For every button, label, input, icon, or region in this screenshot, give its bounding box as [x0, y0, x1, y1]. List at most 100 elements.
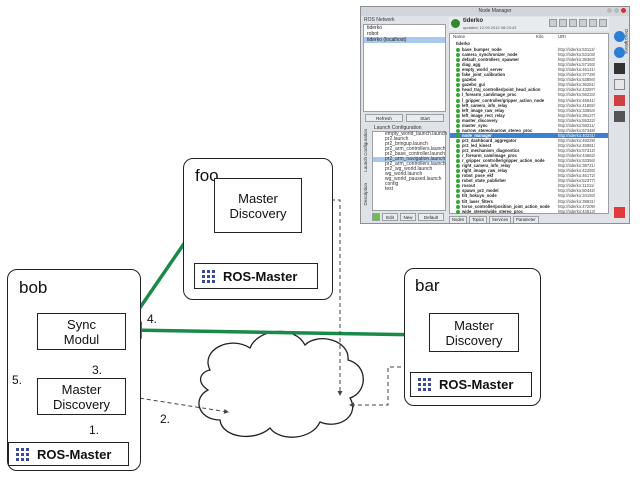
node-name: wide_stereo/wide_stereo_proc [462, 208, 523, 214]
host-item-selected[interactable]: tiderko (localhost) [364, 37, 445, 43]
launch-file-list[interactable]: empty_world_launch.launch pr2.launch pr2… [372, 131, 447, 211]
edit-config-icon[interactable] [614, 95, 625, 106]
node-status-icon [456, 133, 460, 138]
node-name: r_forearm_cam/image_proc [462, 153, 517, 159]
edit-button[interactable]: Edit [382, 213, 398, 221]
delete-icon[interactable] [614, 207, 625, 218]
minimize-icon[interactable] [607, 8, 612, 13]
start-button[interactable]: Start [406, 114, 444, 122]
step-3-label: 3. [92, 363, 103, 377]
node-uri: http://tiderko:39127/ [558, 112, 596, 118]
node-name: head_traj_controller/point_head_action [462, 87, 541, 93]
launch-file-item[interactable]: config [385, 181, 399, 187]
launch-file-item[interactable]: pr2_arm_controllers.launch [385, 146, 446, 152]
launch-file-item[interactable]: pr2.launch [385, 136, 409, 142]
table-row[interactable]: torso_controller/position_joint_action_n… [450, 204, 608, 210]
launch-file-item[interactable]: wg_world_paused.launch [385, 176, 442, 182]
group-row[interactable]: tiderko [450, 41, 608, 47]
descriptions-tab[interactable]: Descriptions [624, 29, 629, 54]
toolbar-button[interactable] [559, 19, 567, 27]
host-header: tiderko updated: 12.09.2012 08:23:43 [449, 17, 609, 31]
launch-file-item[interactable]: pr2_arm_controllers.launch [385, 161, 446, 167]
launch-file-item-selected[interactable]: pr2_arm_navigation.launch [373, 157, 445, 162]
launch-file-item[interactable]: pr2_base_controller.launch [385, 151, 446, 157]
host-item[interactable]: robot [367, 31, 379, 37]
host-list[interactable]: tiderko robot tiderko (localhost) [363, 24, 446, 112]
description-side-tab[interactable]: Description [363, 183, 368, 206]
toolbar-button[interactable] [569, 19, 577, 27]
table-row[interactable]: master_sync http://tiderko:58211/ [450, 123, 608, 129]
new-button[interactable]: New [400, 213, 416, 221]
node-uri: http://tiderko:58211/ [558, 122, 595, 128]
default-button[interactable]: Default [418, 213, 444, 221]
node-uri: http://tiderko:57312/ [558, 148, 596, 153]
toolbar-button[interactable] [599, 19, 607, 27]
launch-file-item[interactable]: wg_world.launch [385, 171, 423, 177]
launch-file-item[interactable]: pr2_wg_world.launch [385, 166, 433, 172]
refresh-button[interactable]: Refresh [365, 114, 403, 122]
screen-icon[interactable] [614, 63, 625, 74]
table-row[interactable]: l_gripper_controller/gripper_action_node… [450, 98, 608, 104]
toolbar-button[interactable] [579, 19, 587, 27]
close-launch-button[interactable] [372, 213, 380, 221]
toolbar-button[interactable] [589, 19, 597, 27]
launch-file-item[interactable]: test [385, 186, 394, 192]
node-name: master_discovery [462, 117, 498, 123]
host-status-icon [451, 19, 460, 28]
node-name: master_sync [462, 122, 488, 128]
close-icon[interactable] [621, 8, 626, 13]
tab-nodes[interactable]: Nodes [449, 216, 468, 223]
maximize-icon[interactable] [614, 8, 619, 13]
bottom-tabs: Nodes Topics Services Parameter [449, 216, 539, 223]
start-node-icon[interactable] [614, 31, 625, 42]
table-row[interactable]: r_gripper_controller/gripper_action_node… [450, 158, 608, 164]
column-header-name[interactable]: Name [453, 34, 466, 39]
stop-node-icon[interactable] [614, 47, 625, 58]
column-header-uri[interactable]: URI [558, 34, 566, 39]
launch-config-side-tab[interactable]: Launch Configuration [363, 129, 368, 172]
host-bar-label: bar [415, 276, 440, 295]
toolbar-button[interactable] [549, 19, 557, 27]
node-status-icon [456, 83, 460, 88]
log-icon[interactable] [614, 79, 625, 90]
launch-file-item[interactable]: pr2_bringup.launch [385, 141, 428, 147]
tab-parameter[interactable]: Parameter [513, 216, 539, 223]
host-item[interactable]: tiderko [367, 25, 383, 31]
save-icon[interactable] [614, 111, 625, 122]
launch-file-item[interactable]: empty_world_launch.launch [385, 131, 447, 137]
tab-topics[interactable]: Topics [469, 216, 487, 223]
node-uri: http://tiderko:40231/ [558, 132, 596, 138]
column-header-kilo[interactable]: Kilo [536, 34, 544, 39]
tab-services[interactable]: Services [488, 216, 512, 223]
